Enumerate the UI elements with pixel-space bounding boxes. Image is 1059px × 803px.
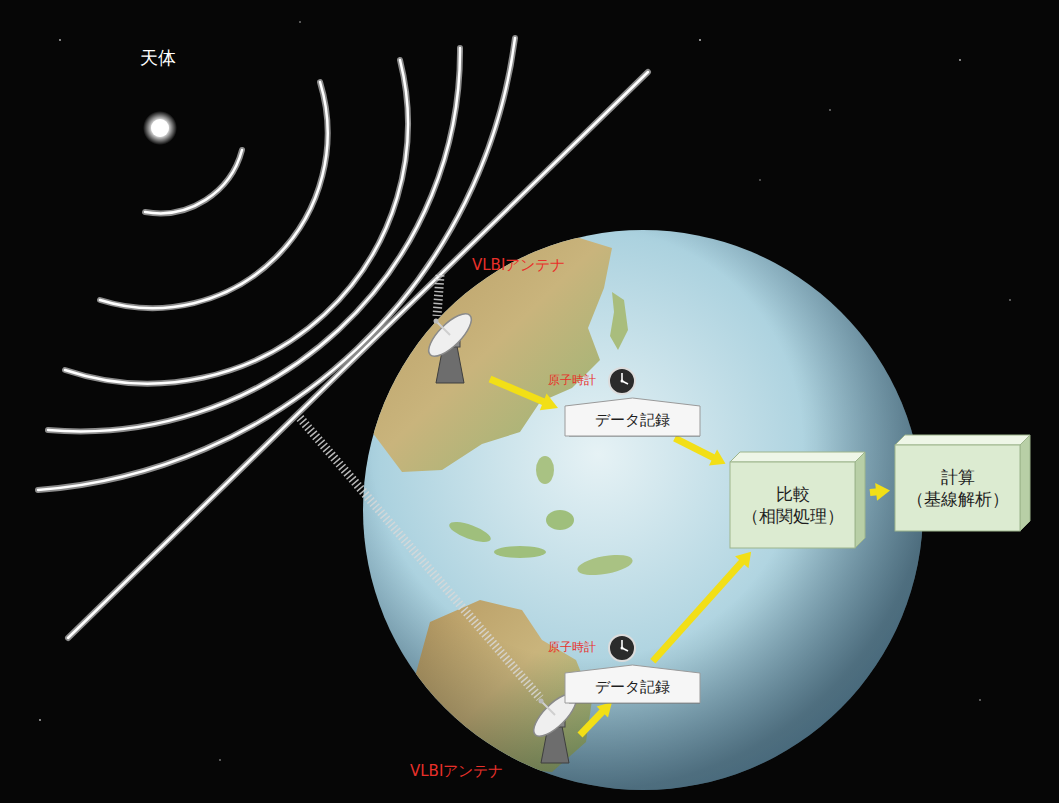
star — [759, 179, 760, 180]
box-front-face — [730, 462, 855, 548]
box-side-face — [1020, 435, 1030, 531]
box-front-face — [895, 445, 1020, 531]
globe-shading — [363, 230, 923, 790]
antenna-output-arrow — [580, 702, 612, 735]
clock-face — [609, 368, 635, 394]
antenna-feed-tip — [539, 699, 544, 704]
arrow-head — [709, 449, 726, 465]
celestial-label: 天体 — [140, 47, 176, 69]
star — [1009, 299, 1011, 301]
wavefront-arc — [145, 150, 242, 213]
celestial-source — [151, 119, 169, 137]
arrow-connector — [653, 552, 751, 662]
wavefront-arc — [65, 60, 408, 384]
correlation-box: 比較 （相関処理） — [730, 452, 865, 548]
wavefront-arc — [100, 82, 328, 308]
node-body: 比較 （相関処理） — [738, 470, 847, 540]
clock-label: 原子時計 — [548, 373, 596, 387]
arrow-shaft — [580, 711, 603, 735]
node-text: データ記録 — [595, 411, 670, 431]
arrow-head — [875, 483, 890, 501]
earth-globe — [363, 230, 923, 790]
star — [699, 39, 701, 41]
antenna-feed-tip — [434, 319, 439, 324]
atomic-clock-icon — [609, 368, 635, 394]
wavefront-arc — [65, 60, 408, 384]
star — [299, 21, 301, 23]
signal-beam — [437, 275, 440, 316]
vlbi-antenna — [422, 307, 477, 383]
box-side-face — [855, 452, 865, 548]
arrow-shaft — [653, 561, 743, 662]
node-text: 計算 （基線解析） — [903, 466, 1012, 510]
wavefront-arc — [100, 82, 328, 308]
wavefront-arc — [48, 48, 460, 431]
node-body: データ記録 — [573, 677, 692, 699]
star — [219, 759, 221, 761]
signal-beams — [300, 275, 540, 698]
analysis-box: 計算 （基線解析） — [895, 435, 1030, 531]
clock-face — [609, 635, 635, 661]
clock-label: 原子時計 — [548, 640, 596, 654]
node-text: データ記録 — [595, 678, 670, 698]
signal-beam — [300, 418, 540, 698]
arrow-head — [540, 394, 558, 411]
box-top-face — [730, 452, 865, 462]
wavefront-arc — [48, 48, 460, 431]
star — [39, 719, 41, 721]
data-record-box: データ記録 — [565, 665, 700, 703]
house-shape — [565, 665, 700, 703]
arrow-shaft — [675, 438, 715, 458]
node-body: データ記録 — [573, 410, 692, 432]
data-record-box: データ記録 — [565, 398, 700, 436]
star — [959, 59, 961, 61]
star — [59, 39, 61, 41]
antenna-label: VLBIアンテナ — [410, 762, 503, 780]
source-glow — [143, 111, 177, 145]
antenna-dish — [422, 307, 477, 362]
node-text: 比較 （相関処理） — [738, 483, 847, 527]
antenna-feed — [436, 321, 450, 335]
arrow-head — [735, 552, 751, 568]
antenna-label: VLBIアンテナ — [472, 256, 565, 274]
house-shape — [565, 398, 700, 436]
star — [829, 109, 831, 111]
box-top-face — [895, 435, 1030, 445]
arrow-head — [597, 702, 612, 718]
antenna-feed — [541, 701, 555, 715]
node-body: 計算 （基線解析） — [903, 453, 1012, 523]
clock-pivot — [621, 380, 624, 383]
arrow-connector — [870, 483, 890, 501]
antenna-output-arrow — [490, 379, 558, 410]
star — [979, 699, 981, 701]
atomic-clock-icon — [609, 635, 635, 661]
arrow-shaft — [490, 379, 544, 402]
clock-pivot — [621, 647, 624, 650]
wavefront-arc — [145, 150, 242, 213]
arrow-connector — [675, 438, 726, 465]
